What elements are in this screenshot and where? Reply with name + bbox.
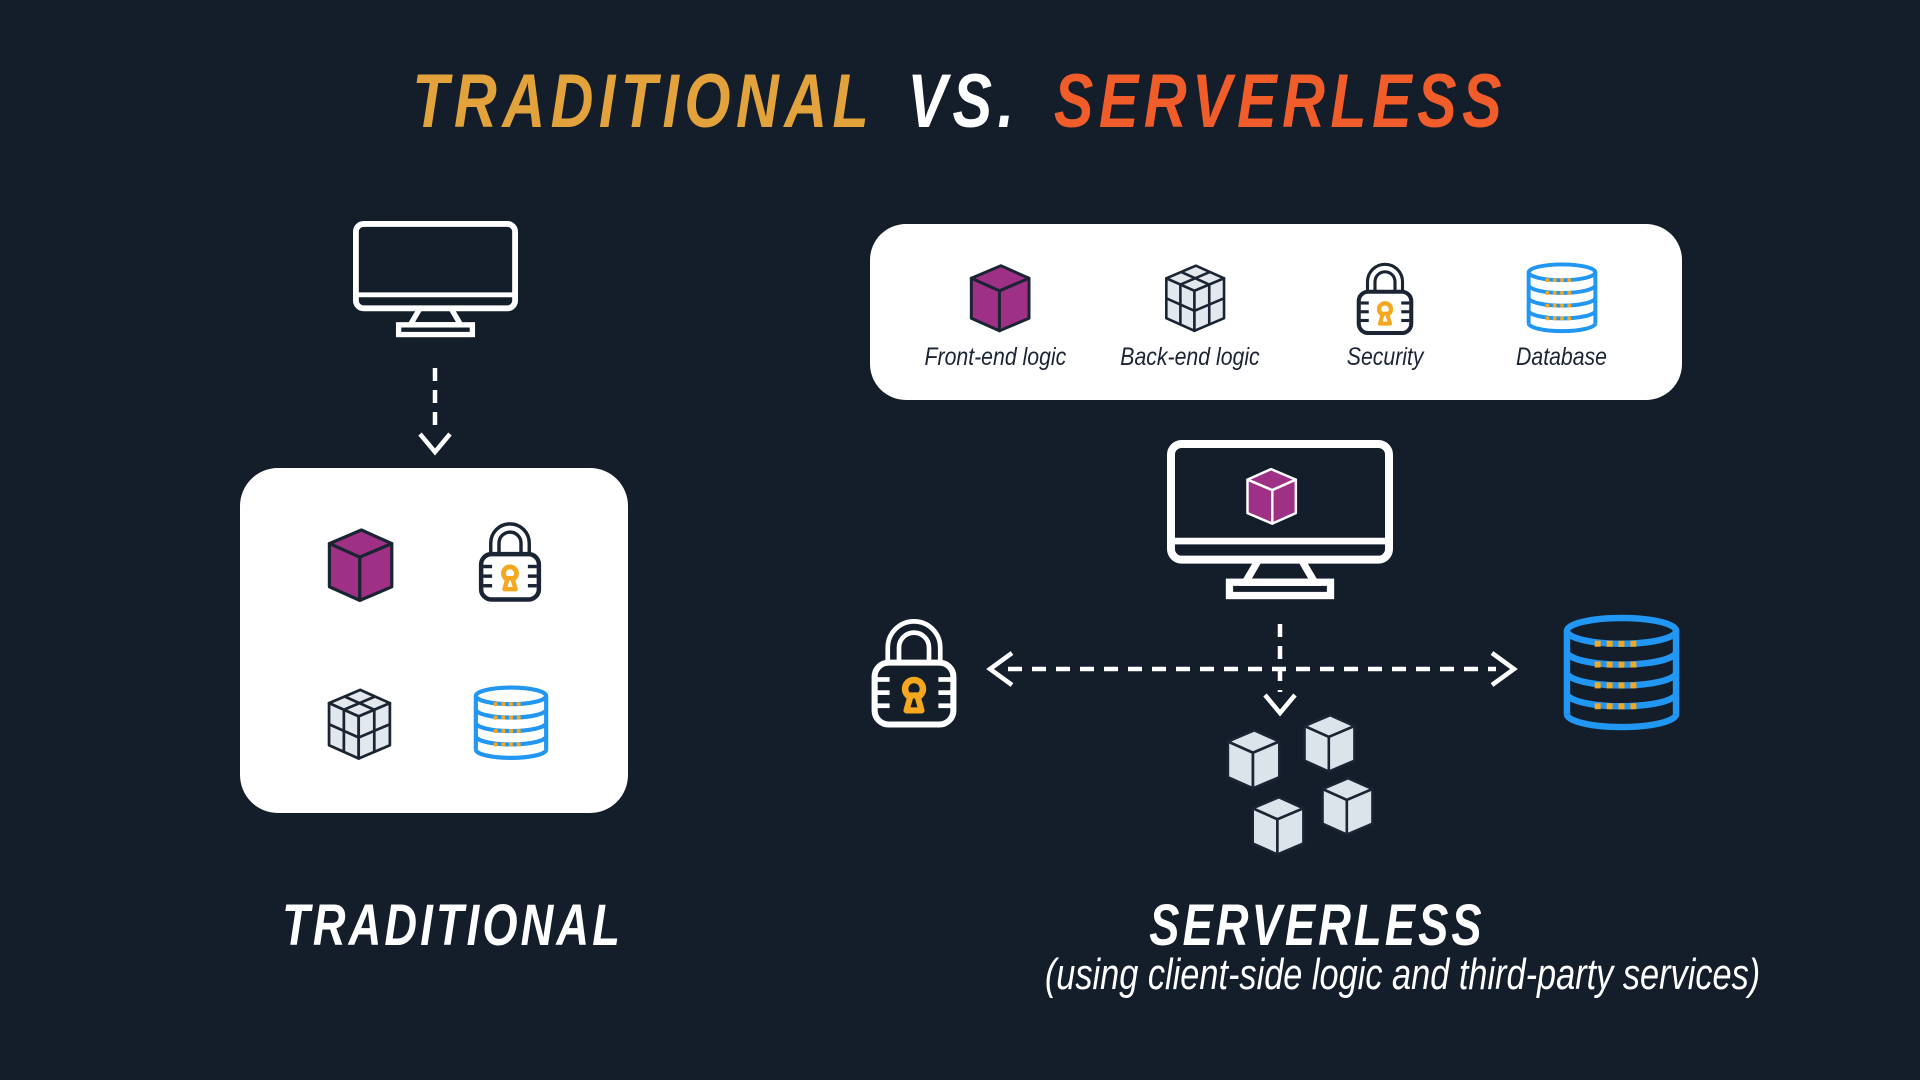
front-end-cube-icon [315,526,395,604]
database-icon [472,685,550,760]
title-vs: VS. [907,59,1020,144]
security-lock-icon [477,517,543,605]
traditional-stack-box [240,468,628,813]
traditional-heading: TRADITIONAL [282,893,623,958]
database-icon [1561,614,1682,731]
download-arrow-icon [418,368,452,456]
security-lock-icon [869,612,959,732]
page-title: TRADITIONAL VS. SERVERLESS [0,62,1920,142]
front-end-cube-icon [1245,466,1307,527]
title-traditional: TRADITIONAL [412,59,874,144]
legend-item-back-end-logic: Back-end logic [1090,224,1290,370]
serverless-legend-card: Front-end logic Back-end logic Security … [870,224,1682,400]
database-icon [1525,262,1599,334]
legend-item-security: Security [1285,224,1485,370]
down-arrow-icon [1263,624,1297,717]
function-cube-icon [1241,794,1306,858]
legend-label: Security [1346,343,1424,371]
front-end-cube-icon [958,262,1032,335]
serverless-heading: SERVERLESS [1149,893,1485,958]
back-end-cube-icon [315,686,393,762]
function-cube-icon [1216,727,1282,792]
legend-item-front-end-logic: Front-end logic [895,224,1095,370]
client-monitor-icon [353,221,518,339]
legend-label: Front-end logic [924,343,1066,371]
function-cube-icon [1311,775,1375,838]
function-cube-icon [1293,712,1357,775]
legend-label: Database [1516,343,1608,371]
serverless-subtitle: (using client-side logic and third-party… [1044,950,1761,999]
legend-label: Back-end logic [1120,343,1260,371]
title-serverless: SERVERLESS [1054,59,1508,144]
bidirectional-arrow-icon [986,651,1518,687]
back-end-cube-icon [1153,262,1227,335]
legend-item-database: Database [1462,224,1662,370]
security-lock-icon [1355,258,1415,338]
